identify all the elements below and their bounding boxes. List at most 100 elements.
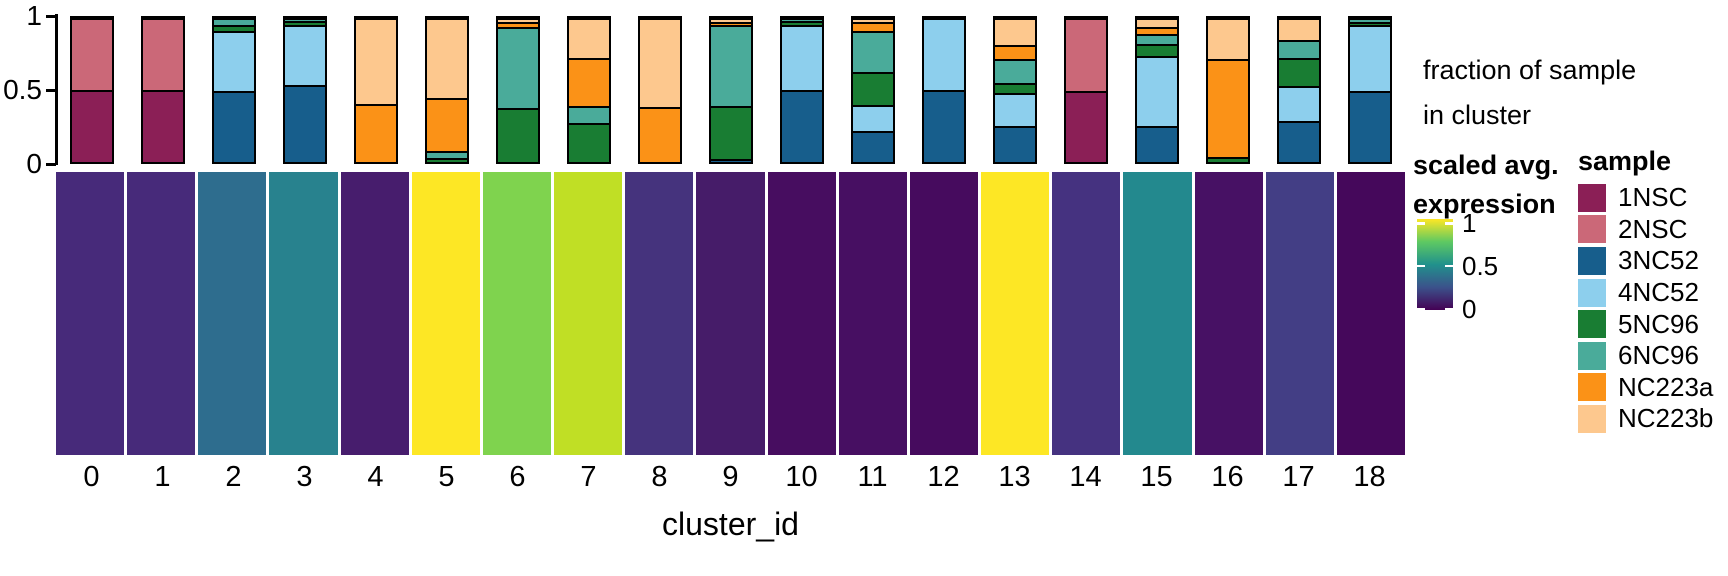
y-tick-label: 1 (26, 0, 42, 31)
bar-segment-NC223b (1278, 18, 1319, 41)
bar-segment-NC223a (426, 97, 467, 152)
x-tick-label-0: 0 (83, 461, 100, 493)
bar-segment-5NC96 (1207, 157, 1248, 162)
x-tick-label-18: 18 (1353, 461, 1386, 493)
colorbar-tick-label: 1 (1462, 208, 1477, 238)
bar-segment-5NC96 (710, 105, 751, 159)
stacked-bar-cluster-11 (850, 16, 895, 164)
bar-segment-2NSC (71, 18, 112, 90)
bar-segment-4NC52 (994, 93, 1035, 126)
legend-label-NC223b: NC223b (1618, 403, 1714, 434)
bar-segment-1NSC (71, 90, 112, 162)
heatmap-tile-cluster-1 (127, 172, 196, 455)
bar-segment-5NC96 (1349, 22, 1390, 26)
legend-label-4NC52: 4NC52 (1618, 277, 1699, 308)
heatmap-tile-cluster-15 (1123, 172, 1192, 455)
heatmap-tile-cluster-6 (482, 172, 552, 455)
stacked-bar-cluster-15 (1134, 16, 1179, 164)
x-tick-label-10: 10 (785, 461, 818, 493)
bar-segment-NC223b (1136, 18, 1177, 27)
bar-segment-6NC96 (568, 106, 609, 124)
colorbar-tick (1417, 264, 1425, 268)
colorbar-tick-label: 0 (1462, 293, 1477, 324)
colorbar-tick (1445, 222, 1453, 225)
stacked-bar-cluster-3 (282, 16, 327, 164)
bar-segment-3NC52 (994, 125, 1035, 162)
y-tick (46, 162, 56, 166)
bar-segment-4NC52 (923, 18, 964, 90)
bar-segment-4NC52 (1136, 56, 1177, 126)
x-tick-label-1: 1 (154, 461, 171, 493)
x-tick-label-4: 4 (367, 461, 384, 493)
y-tick (46, 14, 56, 18)
bar-segment-5NC96 (994, 83, 1035, 94)
legend-label-5NC96: 5NC96 (1618, 308, 1699, 339)
bar-segment-5NC96 (213, 25, 254, 31)
bar-segment-5NC96 (284, 21, 325, 25)
legend-item-NC223a: NC223a (1578, 372, 1713, 404)
legend-swatch-5NC96 (1578, 310, 1606, 339)
bar-panel-right-label-line1: fraction of sample (1423, 55, 1637, 85)
bar-segment-3NC52 (213, 90, 254, 162)
x-tick-label-9: 9 (722, 461, 739, 493)
bar-segment-NC223b (852, 17, 893, 22)
stacked-bar-cluster-9 (708, 16, 753, 164)
bar-slot-17 (1263, 16, 1334, 164)
bar-segment-4NC52 (1349, 25, 1390, 91)
legend-item-1NSC: 1NSC (1578, 182, 1713, 214)
stacked-bar-cluster-18 (1347, 16, 1392, 164)
bar-panel-right-label: fraction of sample in cluster (1423, 48, 1636, 138)
bar-segment-6NC96 (781, 18, 822, 22)
heatmap-tile-cluster-13 (981, 172, 1050, 455)
bar-slot-4 (340, 16, 411, 164)
bar-segment-5NC96 (1278, 58, 1319, 86)
bar-segment-6NC96 (497, 27, 538, 108)
bar-slot-13 (979, 16, 1050, 164)
bar-segment-5NC96 (426, 157, 467, 162)
viridis-colorbar (1417, 219, 1453, 310)
bar-segment-6NC96 (1136, 33, 1177, 44)
bar-segment-NC223a (1136, 26, 1177, 34)
legend-item-5NC96: 5NC96 (1578, 308, 1713, 340)
bar-slot-7 (553, 16, 624, 164)
bar-slot-16 (1192, 16, 1263, 164)
stacked-bar-cluster-1 (140, 16, 185, 164)
heatmap-tile-cluster-3 (269, 172, 338, 455)
stacked-bar-cluster-8 (637, 16, 682, 164)
bar-segment-4NC52 (852, 105, 893, 131)
y-axis-line (55, 14, 58, 165)
bar-segment-NC223a (568, 58, 609, 107)
bar-segment-4NC52 (781, 24, 822, 90)
bar-segment-NC223b (1207, 18, 1248, 59)
stacked-bar-panel (56, 16, 1405, 164)
legend-label-2NSC: 2NSC (1618, 213, 1688, 244)
stacked-bar-cluster-14 (1063, 16, 1108, 164)
bar-segment-6NC96 (994, 58, 1035, 84)
bar-segment-NC223b (497, 17, 538, 23)
colorbar-tick-label: 0.5 (1462, 250, 1499, 281)
bar-segment-NC223b (639, 18, 680, 107)
bar-segment-NC223b (568, 18, 609, 59)
bar-segment-5NC96 (568, 123, 609, 162)
heatmap-tile-cluster-4 (340, 172, 409, 455)
colorbar-tick (1445, 264, 1453, 268)
bar-slot-5 (411, 16, 482, 164)
expression-heatmap (56, 172, 1405, 455)
legend-item-3NC52: 3NC52 (1578, 245, 1713, 277)
bar-segment-1NSC (142, 90, 183, 162)
bar-segment-NC223a (852, 21, 893, 32)
heatmap-tile-cluster-11 (838, 172, 907, 455)
legend-label-1NSC: 1NSC (1618, 182, 1688, 213)
legend-swatch-NC223b (1578, 404, 1606, 433)
bar-segment-6NC96 (710, 25, 751, 106)
heatmap-tile-cluster-12 (909, 172, 979, 455)
bar-segment-NC223b (710, 18, 751, 22)
bar-segment-NC223b (426, 17, 467, 98)
bar-segment-3NC52 (710, 158, 751, 162)
stacked-bar-cluster-6 (495, 16, 540, 164)
y-tick (46, 88, 56, 92)
y-tick-label: 0.5 (3, 74, 42, 105)
bar-segment-3NC52 (923, 90, 964, 162)
